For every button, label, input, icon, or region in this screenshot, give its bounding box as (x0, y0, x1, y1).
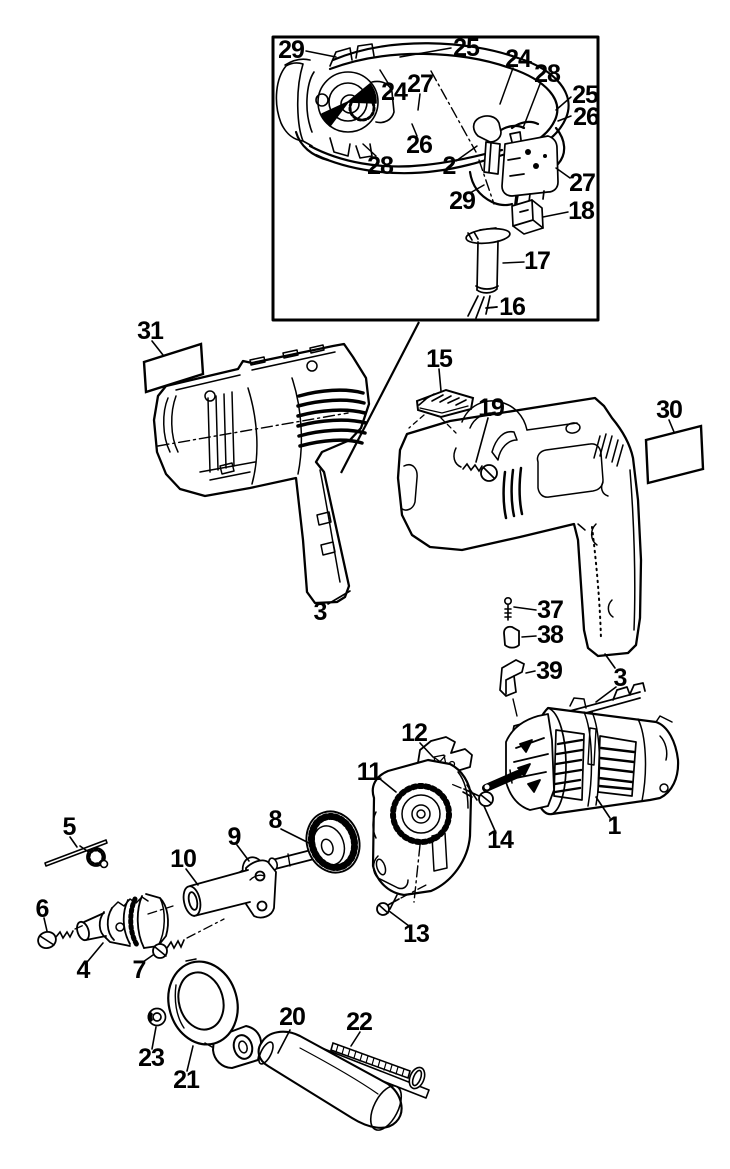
part-label-12: 12 (401, 719, 427, 747)
part-label-30: 30 (656, 396, 682, 424)
part-37-screw (503, 596, 512, 621)
part-6-screw (37, 924, 85, 950)
part-39-bracket (499, 659, 525, 717)
part-label-3-left: 3 (314, 598, 327, 626)
part-4-chuck (76, 893, 169, 949)
cord-protector (465, 227, 511, 294)
part-label-27b: 27 (569, 169, 595, 197)
part-label-25: 25 (453, 34, 480, 62)
part-label-8: 8 (269, 806, 283, 834)
part-label-23: 23 (138, 1044, 164, 1072)
switch-assembly (472, 115, 559, 205)
part-13-screw (376, 883, 429, 916)
part-15-button (408, 388, 475, 434)
part-label-18: 18 (568, 197, 595, 225)
part-label-15: 15 (426, 345, 453, 373)
part-1-motor (482, 682, 680, 816)
part-label-3-right: 3 (614, 664, 627, 692)
cord-clamp (511, 199, 544, 235)
gearcase-outline (371, 758, 473, 897)
main-leader-lines (43, 340, 675, 1072)
part-10-bearing-housing (182, 859, 277, 919)
part-label-11: 11 (357, 758, 383, 786)
nameplate-30 (644, 424, 705, 485)
part-23-nut (147, 1007, 167, 1027)
part-label-31: 31 (137, 317, 164, 345)
part-label-26: 26 (406, 131, 432, 159)
part-label-9: 9 (228, 823, 241, 851)
part-38-block (503, 625, 520, 649)
part-label-22: 22 (346, 1008, 372, 1036)
part-11-gearcase (371, 758, 473, 903)
part-label-24b: 24 (381, 78, 408, 106)
nameplate-31 (142, 342, 205, 394)
part-label-28b: 28 (367, 152, 394, 180)
part-label-25b: 25 (572, 81, 599, 109)
part-label-28: 28 (534, 60, 561, 88)
part-label-29: 29 (278, 36, 304, 64)
part-label-13: 13 (403, 920, 429, 948)
part-label-39: 39 (536, 657, 562, 685)
part-label-37: 37 (537, 596, 563, 624)
part-label-21: 21 (173, 1066, 200, 1094)
part-label-17: 17 (524, 247, 550, 275)
part-label-29b: 29 (449, 187, 475, 215)
inset-leader-lines (305, 47, 572, 309)
part-label-38: 38 (537, 621, 564, 649)
field-assembly (275, 43, 395, 159)
part-label-2: 2 (443, 152, 456, 180)
part-label-26b: 26 (573, 103, 599, 131)
part-label-10: 10 (170, 845, 196, 873)
part-14-screw (448, 782, 494, 807)
motor-shaft (482, 769, 522, 792)
part-19-screw (462, 462, 498, 482)
part-21-clamp (167, 958, 263, 1069)
part-22-bolt (305, 1041, 430, 1099)
part-label-19: 19 (478, 394, 504, 422)
right-housing-half (396, 396, 643, 658)
part-7-screw (152, 918, 225, 959)
part-label-27: 27 (407, 70, 433, 98)
part-label-24: 24 (505, 45, 532, 73)
inset-centerlines (430, 70, 495, 205)
left-housing-half (152, 342, 371, 605)
part-label-5: 5 (63, 813, 77, 841)
inset-reference-line (340, 321, 420, 474)
right-housing-outline (396, 396, 643, 658)
part-label-20: 20 (279, 1003, 305, 1031)
part-number-labels: 29 25 24 28 25 26 24 27 26 28 2 29 27 18… (36, 34, 683, 1094)
inset-detail-view (271, 35, 600, 322)
part-label-4: 4 (77, 956, 91, 984)
motor-front-bracket (505, 713, 555, 811)
part-8-gear-spindle (267, 810, 361, 874)
part-label-7: 7 (133, 956, 146, 984)
part-5-chuck-key (44, 839, 109, 869)
part-label-1: 1 (608, 812, 622, 840)
part-label-14: 14 (487, 826, 514, 854)
part-label-16: 16 (499, 293, 525, 321)
part-label-6: 6 (36, 895, 49, 923)
